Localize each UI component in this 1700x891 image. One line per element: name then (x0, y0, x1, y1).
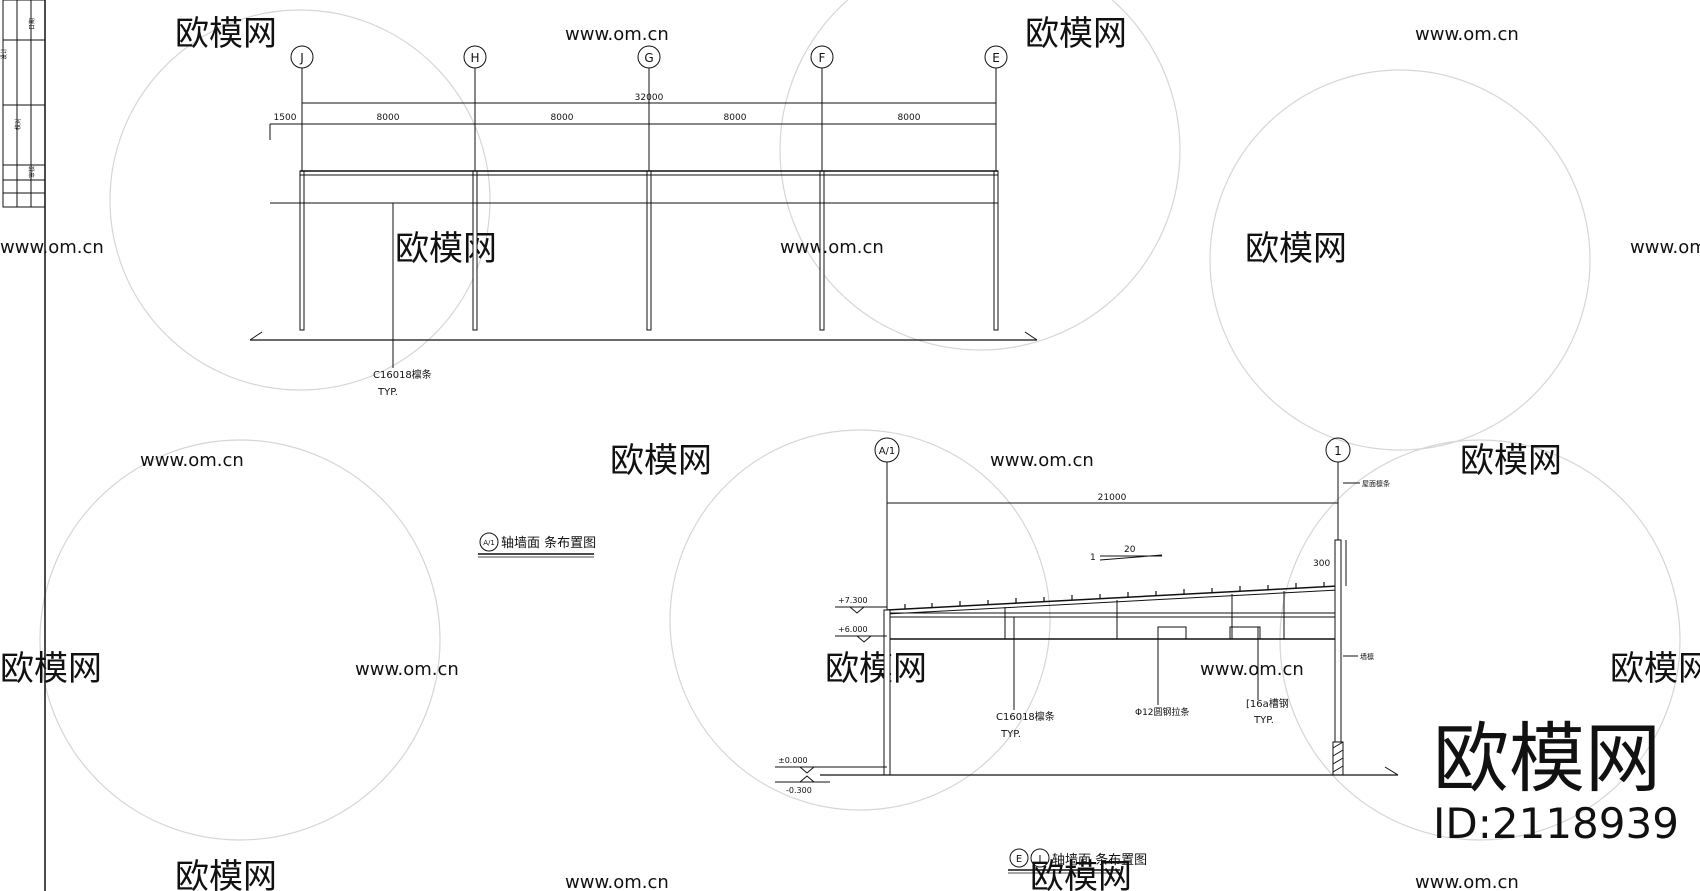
watermark-brand: 欧模网 (0, 649, 102, 689)
dimension-offset: 1500 (274, 113, 297, 123)
grid-bubble (874, 437, 900, 463)
dimension-bay: 8000 (898, 113, 921, 123)
watermark-site: www.om.cn (1200, 659, 1304, 680)
level-eave: +6.000 (838, 625, 868, 634)
elevation-top-title: A/1 轴墙面 条布置图 (478, 532, 596, 558)
level-below: -0.300 (786, 786, 812, 795)
purlin-typ: TYP. (1000, 729, 1021, 740)
watermark-brand: 欧模网 (1030, 857, 1132, 891)
watermark-site: www.om.cn (780, 237, 884, 258)
watermark-site: www.om.cn (140, 450, 244, 471)
grid-label: E (992, 51, 1000, 65)
elevation-bottom (775, 437, 1399, 783)
purlin-label: C16018檩条 (373, 368, 432, 381)
watermark-text-layer: 欧模网 www.om.cn 欧模网 www.om.cn www.om.cn 欧模… (0, 14, 1700, 891)
grid-label: 1 (1334, 444, 1342, 458)
drawing-title: 轴墙面 条布置图 (1052, 852, 1147, 868)
watermark-brand-large: 欧模网 (1433, 714, 1661, 803)
grid-bubble (463, 45, 487, 69)
level-top: +7.300 (838, 596, 868, 605)
elevation-top-notes: C16018檩条 TYP. (373, 368, 432, 398)
grid-bubble (1325, 437, 1351, 463)
watermark-brand: 欧模网 (1025, 14, 1127, 54)
title-block-item: 校对 (14, 118, 22, 130)
watermark-site: www.om.cn (1415, 872, 1519, 891)
roof-purlins (904, 582, 1325, 609)
dimension-total: 21000 (1098, 493, 1127, 503)
elevation-bottom-title: E J 轴墙面 条布置图 (1008, 848, 1147, 874)
purlin-label: C16018檩条 (996, 710, 1055, 723)
grid-bubble (637, 45, 661, 69)
grid-bubble (984, 45, 1008, 69)
title-circle-label: J (1038, 854, 1042, 865)
dimension-bay: 8000 (724, 113, 747, 123)
watermark-id: ID:2118939 (1433, 799, 1679, 848)
right-note-mid: 墙檩 (1360, 652, 1374, 661)
elevation-top-labels: J H G F E 32000 1500 8000 8000 8000 8000 (274, 51, 1000, 123)
level-ground: ±0.000 (778, 756, 808, 765)
elevation-bottom-labels: A/1 1 21000 1 20 300 +7.300 +6.000 ±0.00… (778, 444, 1390, 795)
grid-label: H (470, 51, 479, 65)
grid-label: A/1 (879, 446, 896, 457)
title-circle-label: E (1016, 854, 1022, 865)
sheet-frame (2, 0, 46, 891)
elevation-top (249, 45, 1038, 368)
watermark-site: www.om.cn (0, 237, 104, 258)
channel-typ: TYP. (1253, 715, 1274, 726)
title-block-item: 审核 (28, 166, 36, 178)
title-block-item: 设计 (0, 48, 8, 60)
watermark-brand: 欧模网 (610, 441, 712, 481)
grid-label: F (819, 51, 826, 65)
grid-bubble (290, 45, 314, 69)
watermark-site: www.om.cn (990, 450, 1094, 471)
dimension-bay: 8000 (377, 113, 400, 123)
dimension-bay: 8000 (551, 113, 574, 123)
dimension-total: 32000 (635, 93, 664, 103)
title-block: 设计 校对 审核 日期 (0, 18, 36, 178)
channel-label: [16a槽钢 (1246, 697, 1289, 710)
right-note-top: 屋面檩条 (1362, 479, 1390, 488)
watermark-brand: 欧模网 (175, 857, 277, 891)
watermark-brand: 欧模网 (1610, 649, 1700, 689)
purlin-typ: TYP. (377, 387, 398, 398)
title-block-item: 日期 (28, 18, 36, 30)
title-circle-label: A/1 (483, 539, 495, 547)
drawing-title: 轴墙面 条布置图 (501, 535, 596, 551)
watermark-site: www.om.cn (355, 659, 459, 680)
grid-label: G (644, 51, 653, 65)
watermark-brand: 欧模网 (1460, 441, 1562, 481)
watermark-id-block: 欧模网 ID:2118939 (1433, 714, 1679, 848)
watermark-site: www.om.cn (1630, 237, 1700, 258)
grid-bubble (810, 45, 834, 69)
watermark-brand: 欧模网 (175, 14, 277, 54)
grid-label: J (299, 51, 304, 65)
slope-right: 20 (1124, 545, 1136, 555)
watermark-brand: 欧模网 (395, 229, 497, 269)
dimension-300: 300 (1313, 559, 1330, 569)
watermark-brand: 欧模网 (1245, 229, 1347, 269)
watermark-layer (39, 0, 1681, 841)
watermark-site: www.om.cn (565, 872, 669, 891)
tie-label: Φ12圆钢拉条 (1135, 706, 1190, 718)
slope-left: 1 (1090, 553, 1096, 563)
watermark-brand: 欧模网 (825, 649, 927, 689)
watermark-site: www.om.cn (565, 24, 669, 45)
watermark-site: www.om.cn (1415, 24, 1519, 45)
